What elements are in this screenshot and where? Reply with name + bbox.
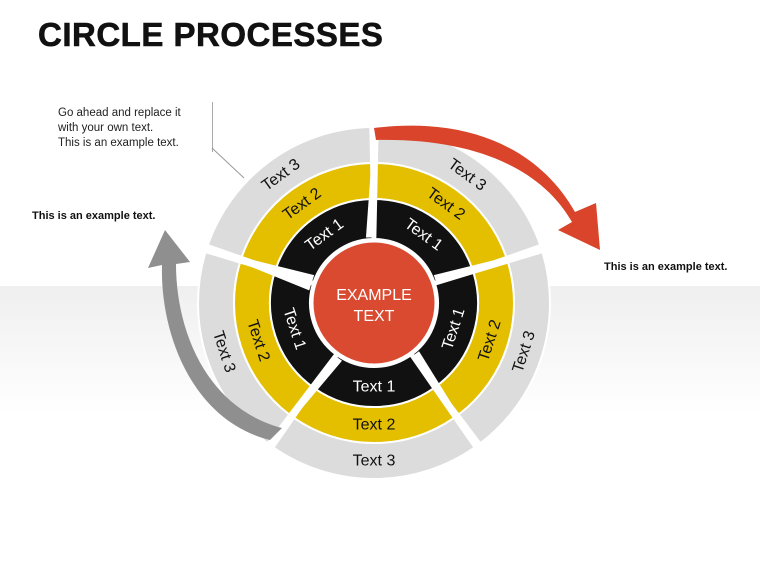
center-label-line1: EXAMPLE [336, 287, 412, 304]
inner-ring-label: Text 1 [353, 379, 396, 396]
right-side-label: This is an example text. [604, 261, 728, 273]
callout-line: Go ahead and replace it [58, 107, 181, 119]
callout-divider [212, 102, 213, 152]
callout-line: with your own text. [58, 122, 154, 134]
callout-text: Go ahead and replace it with your own te… [58, 106, 208, 151]
gray-curved-arrow [148, 230, 282, 440]
star-point-divider [269, 351, 343, 448]
center-circle [310, 239, 438, 367]
callout-line: This is an example text. [58, 137, 179, 149]
left-side-label: This is an example text. [32, 210, 156, 222]
page-title: CIRCLE PROCESSES [38, 16, 384, 54]
callout-leader-line [211, 147, 245, 179]
center-label-line2: TEXT [354, 308, 395, 325]
red-curved-arrow [374, 125, 600, 250]
middle-ring-label: Text 2 [353, 417, 396, 434]
star-point-divider [204, 247, 315, 291]
outer-ring-label: Text 3 [353, 453, 396, 470]
